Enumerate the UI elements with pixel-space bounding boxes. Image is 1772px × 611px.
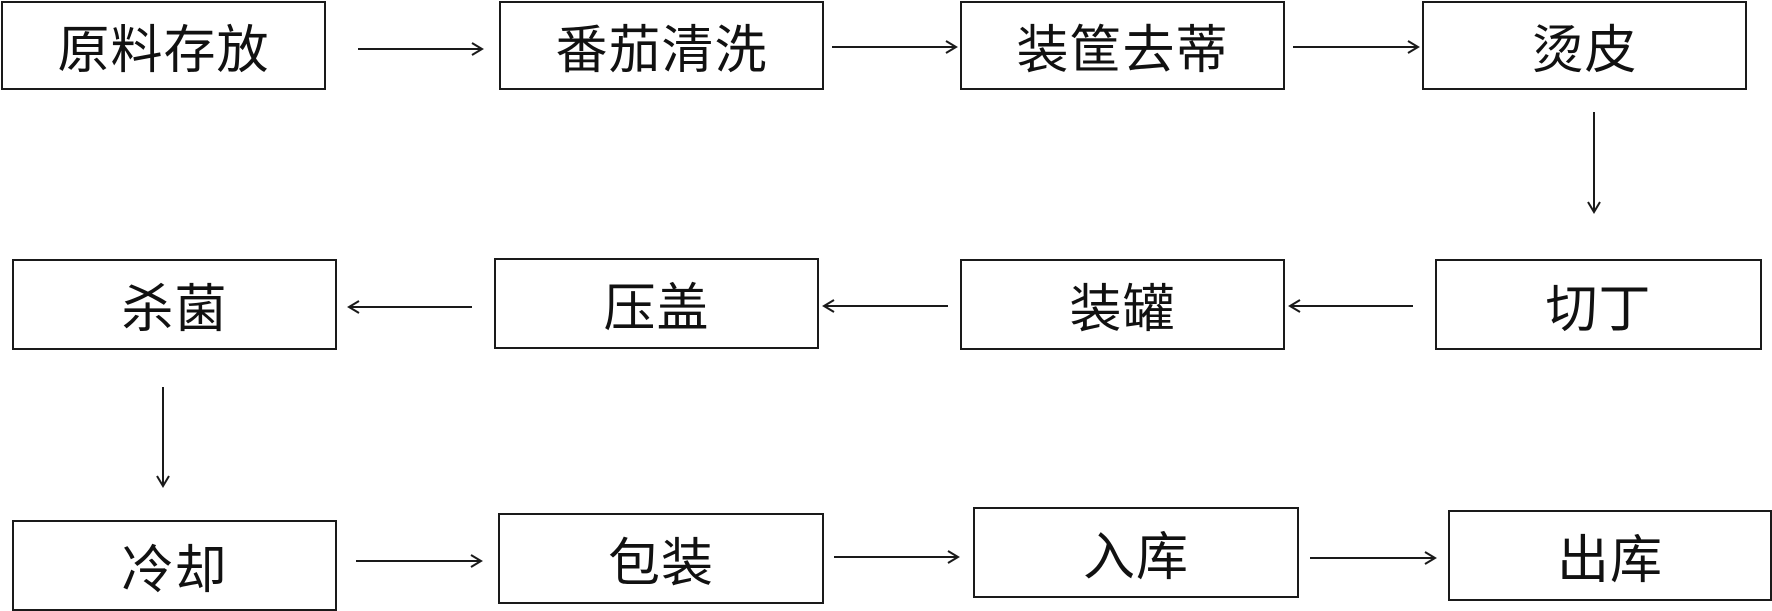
node-basket-destem: 装筐去蒂 (960, 1, 1285, 90)
node-raw-material-storage: 原料存放 (1, 1, 326, 90)
arrow-n9-n10 (356, 554, 483, 568)
arrow-n5-n6 (1288, 299, 1413, 313)
node-blanch-peel: 烫皮 (1422, 1, 1747, 90)
arrow-n4-n5 (1587, 112, 1601, 214)
node-cooling: 冷却 (12, 520, 337, 611)
arrow-n3-n4 (1293, 40, 1420, 54)
arrow-n10-n11 (834, 550, 960, 564)
arrow-n7-n8 (347, 300, 472, 314)
arrow-n2-n3 (832, 40, 958, 54)
node-dicing: 切丁 (1435, 259, 1762, 350)
node-warehousing: 入库 (973, 507, 1299, 598)
arrow-n6-n7 (822, 299, 948, 313)
node-shipping-out: 出库 (1448, 510, 1772, 601)
node-packaging: 包装 (498, 513, 824, 604)
node-sterilization: 杀菌 (12, 259, 337, 350)
node-capping: 压盖 (494, 258, 819, 349)
node-canning: 装罐 (960, 259, 1285, 350)
arrow-n1-n2 (358, 42, 484, 56)
arrow-n11-n12 (1310, 551, 1437, 565)
arrow-n8-n9 (156, 387, 170, 488)
node-tomato-washing: 番茄清洗 (499, 1, 824, 90)
